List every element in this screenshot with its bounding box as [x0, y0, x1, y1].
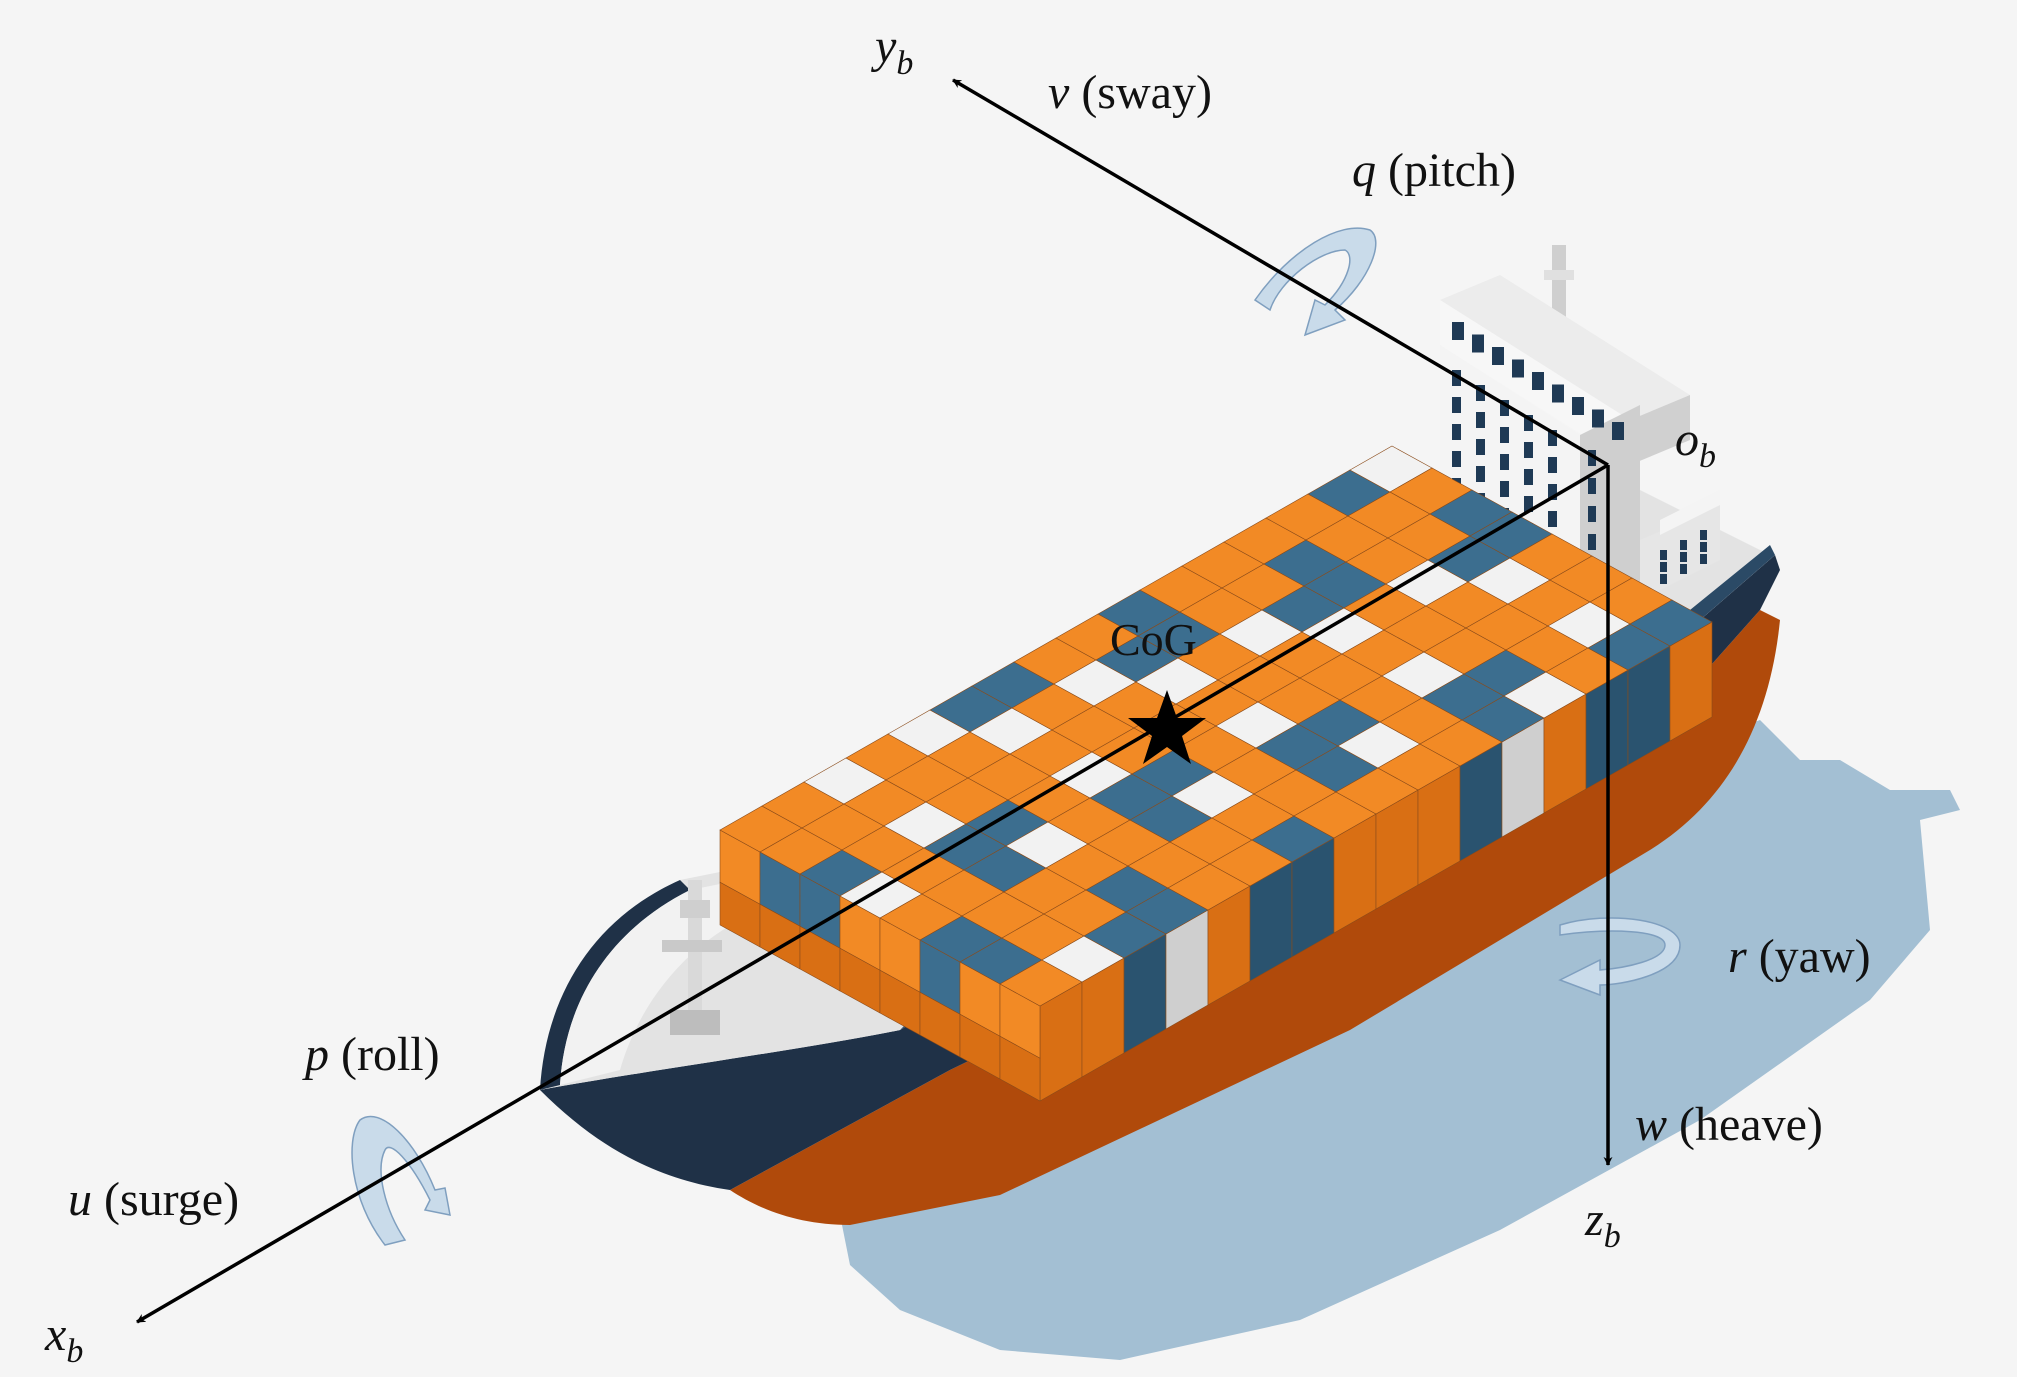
window: [1476, 439, 1485, 455]
window: [1476, 412, 1485, 428]
window: [1588, 534, 1596, 550]
heave-label: w (heave): [1635, 1098, 1823, 1151]
window: [1548, 484, 1557, 500]
x-axis-label: xb: [44, 1308, 83, 1370]
window: [1588, 478, 1596, 494]
window: [1660, 574, 1667, 584]
ship-shadow: [840, 720, 1960, 1360]
window: [1680, 552, 1687, 562]
origin-label: ob: [1675, 413, 1716, 475]
body-frame-axes: [136, 78, 1613, 1324]
window: [1548, 511, 1557, 527]
window: [1492, 347, 1504, 365]
window: [1524, 415, 1533, 431]
y-axis-label: yb: [870, 20, 913, 82]
pitch-rotation-arrow: [1253, 227, 1377, 337]
container-block: [999, 1035, 1041, 1102]
container-block: [1629, 599, 1713, 647]
surge-label: u (surge): [68, 1173, 239, 1226]
window: [1524, 469, 1533, 485]
window: [1660, 550, 1667, 560]
window: [1452, 424, 1461, 440]
window: [1452, 370, 1461, 386]
container-stack: [719, 445, 1713, 1102]
x-axis-line: [136, 463, 1609, 1324]
window: [1524, 496, 1533, 512]
window: [1532, 372, 1544, 390]
window: [1588, 506, 1596, 522]
window: [1700, 530, 1707, 540]
window: [1548, 430, 1557, 446]
pitch-label: q (pitch): [1352, 144, 1516, 197]
window: [1548, 457, 1557, 473]
window: [1680, 564, 1687, 574]
yaw-rotation-arrow: [1558, 917, 1681, 997]
window: [1452, 451, 1461, 467]
window: [1572, 397, 1584, 415]
roll-rotation-arrow: [351, 1115, 451, 1246]
window: [1476, 385, 1485, 401]
window: [1700, 542, 1707, 552]
sway-label: v (sway): [1048, 66, 1212, 119]
cog-star-marker: [1128, 690, 1206, 764]
window: [1472, 334, 1484, 353]
window: [1452, 397, 1461, 413]
window: [1592, 409, 1604, 428]
window: [1500, 400, 1509, 416]
window: [1512, 359, 1524, 378]
window: [1476, 466, 1485, 482]
window: [1500, 454, 1509, 470]
window: [1524, 442, 1533, 458]
yaw-label: r (yaw): [1728, 930, 1871, 983]
window: [1588, 450, 1596, 466]
window: [1500, 427, 1509, 443]
window: [1680, 540, 1687, 550]
window: [1700, 554, 1707, 564]
window: [1612, 422, 1624, 440]
window: [1552, 384, 1564, 403]
y-axis-line: [952, 78, 1609, 467]
window: [1452, 322, 1464, 340]
roll-label: p (roll): [302, 1028, 440, 1081]
window: [1500, 481, 1509, 497]
bow-mast: [662, 880, 722, 1035]
window: [1660, 562, 1667, 572]
z-axis-label: zb: [1584, 1193, 1621, 1255]
cog-label: CoG: [1110, 614, 1197, 665]
